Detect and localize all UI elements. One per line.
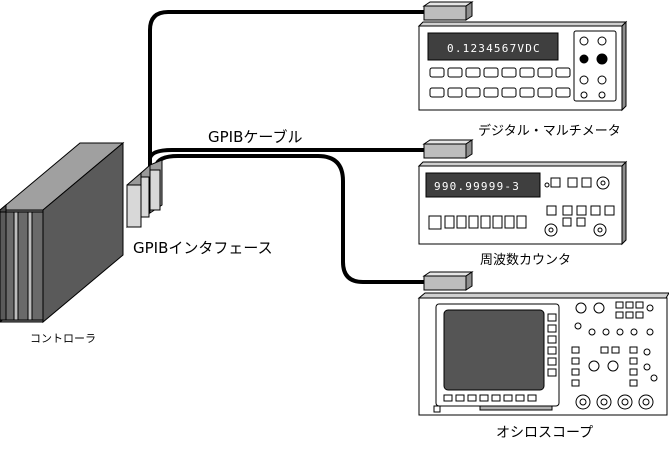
multimeter-device: 0.1234567VDC xyxy=(417,1,628,112)
cable-to-counter xyxy=(148,148,426,160)
counter-label: 周波数カウンタ xyxy=(480,253,572,268)
cable-to-oscilloscope xyxy=(154,154,426,284)
controller-unit xyxy=(0,141,125,324)
gpib-cables xyxy=(148,10,426,284)
counter-device: 990.99999-3 xyxy=(417,139,628,246)
cable-label: GPIBケーブル xyxy=(208,128,303,146)
multimeter-label: デジタル・マルチメータ xyxy=(478,124,621,139)
controller-label: コントローラ xyxy=(30,332,96,345)
oscilloscope-label: オシロスコープ xyxy=(496,425,594,441)
multimeter-display-reading: 0.1234567VDC xyxy=(447,42,541,55)
interface-label: GPIBインタフェース xyxy=(133,239,273,257)
oscilloscope-device xyxy=(417,271,669,416)
cable-to-multimeter xyxy=(148,10,426,170)
gpib-interface-connectors xyxy=(126,159,163,229)
counter-display-reading: 990.99999-3 xyxy=(434,180,520,193)
